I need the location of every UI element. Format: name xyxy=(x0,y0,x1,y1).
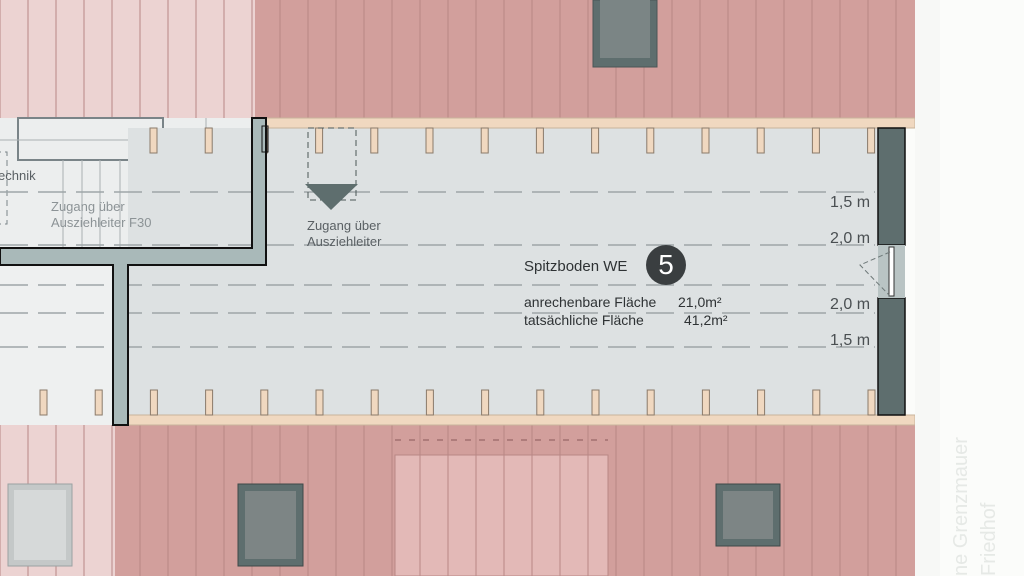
wall xyxy=(0,117,267,426)
area-value: 21,0m² xyxy=(678,294,722,310)
attic-floor xyxy=(128,128,878,415)
rafter xyxy=(315,389,324,416)
rafter xyxy=(867,127,876,154)
label-access-center-2: Ausziehleiter xyxy=(307,234,382,249)
label-access-left-1: Zugang über xyxy=(51,199,125,214)
rafter xyxy=(425,389,434,416)
rafter xyxy=(646,127,655,154)
area-value: 41,2m² xyxy=(684,312,728,328)
rafter xyxy=(480,127,489,154)
area-label: tatsächliche Fläche xyxy=(524,312,644,328)
rafter xyxy=(149,389,158,416)
skylights xyxy=(7,483,781,567)
height-mark: 2,0 m xyxy=(830,230,871,247)
area-label: anrechenbare Fläche xyxy=(524,294,657,310)
margin-text-wall: ne Grenzmauer xyxy=(950,437,972,576)
rafter xyxy=(425,127,434,154)
rafter xyxy=(812,389,821,416)
rafter xyxy=(315,127,324,154)
rafter xyxy=(370,127,379,154)
rafter xyxy=(481,389,490,416)
rafter xyxy=(757,389,766,416)
height-mark: 1,5 m xyxy=(830,194,871,211)
rafter xyxy=(370,389,379,416)
label-access-center-1: Zugang über xyxy=(307,218,381,233)
rafter xyxy=(149,127,158,154)
hatch-icon xyxy=(305,127,358,210)
rafter xyxy=(701,127,710,154)
rafter xyxy=(260,389,269,416)
unit-number-badge: 5 xyxy=(646,245,686,285)
roof-top xyxy=(0,0,915,118)
rafter xyxy=(535,127,544,154)
label-access-left-2: Ausziehleiter F30 xyxy=(51,215,152,230)
rafter xyxy=(701,389,710,416)
rafter xyxy=(94,389,103,416)
height-mark: 2,0 m xyxy=(830,296,871,313)
rafter xyxy=(591,389,600,416)
rafter xyxy=(811,127,820,154)
height-mark: 1,5 m xyxy=(830,332,871,349)
rafter xyxy=(756,127,765,154)
room-title: Spitzboden WE xyxy=(524,258,628,275)
rafter xyxy=(646,389,655,416)
rafter xyxy=(205,389,214,416)
rafter xyxy=(204,127,213,154)
label-technik: echnik xyxy=(0,168,36,183)
rafter xyxy=(591,127,600,154)
rafter xyxy=(867,389,876,416)
rafter xyxy=(536,389,545,416)
rafter xyxy=(39,389,48,416)
margin-text-cemetery: Friedhof xyxy=(978,502,1000,576)
